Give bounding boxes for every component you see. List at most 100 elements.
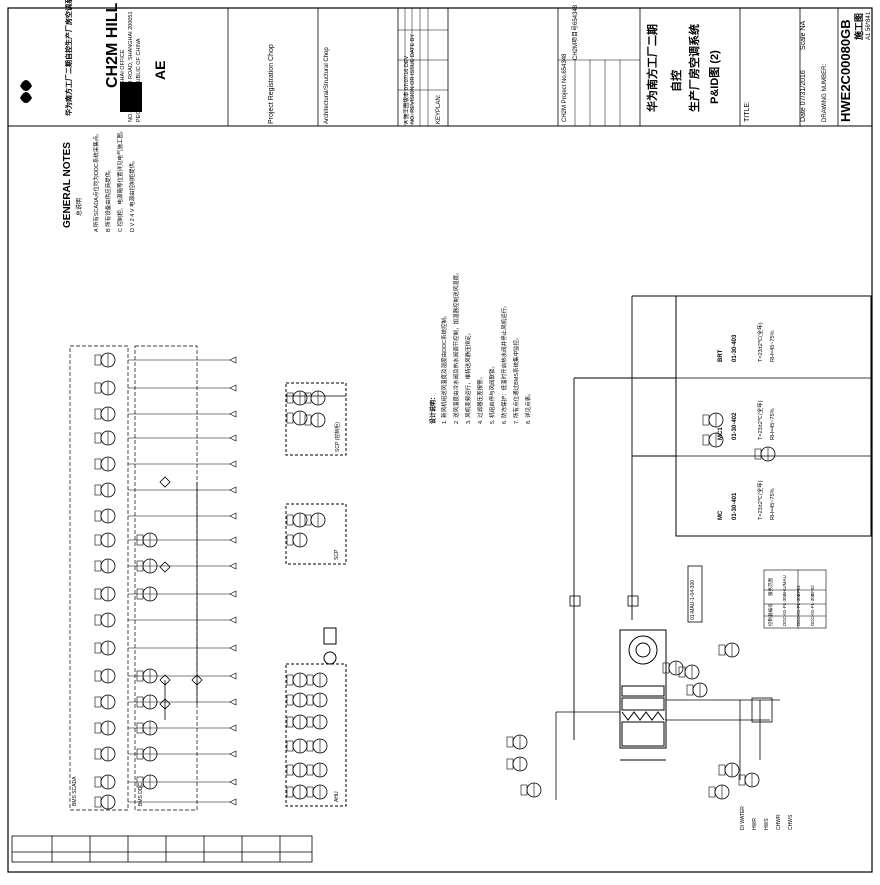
scada-point-bubble [94, 612, 116, 628]
panel-point-bubble [286, 410, 308, 426]
drawing-scale: Scale NA [800, 20, 807, 50]
drawing-title-1: 生产厂房空调系统 [689, 24, 701, 112]
ddc-point-bubble [136, 720, 158, 736]
ddc-point-bubble [136, 532, 158, 548]
room-humidity: RH=45~75% [770, 488, 776, 521]
field-instrument-bubble [678, 664, 700, 680]
scada-point-bubble [94, 720, 116, 736]
scp-panel-1-label: SCP (控制柜) [335, 422, 341, 452]
instrument-bubbles-left [94, 352, 158, 810]
pipe-label: HWS [764, 818, 770, 830]
room-humidity: RH=45~75% [770, 408, 776, 441]
ddc-point-bubble [136, 774, 158, 790]
legend-cell: DDC-01-PL-301 [782, 593, 787, 626]
panel-point-bubble [286, 512, 308, 528]
panel-point-bubble [306, 762, 328, 778]
instrument-bubbles-panel [286, 390, 328, 800]
field-instrument-bubble [686, 682, 708, 698]
panel-point-bubble [286, 672, 308, 688]
design-note-item: 2. 送风温度由冷水阀及热水阀调节控制，加湿器控制送风湿度。 [454, 269, 460, 424]
room-tag: 01-30-403 [732, 334, 738, 362]
scada-point-bubble [94, 406, 116, 422]
panel-point-bubble [286, 738, 308, 754]
design-note-item: 7. 所有点位通过BMS系统集中监控。 [514, 334, 520, 424]
scada-column-label: BMS SCADA [72, 776, 78, 806]
io-rows [128, 356, 237, 806]
pipe-label: CHWR [776, 814, 782, 830]
note-d: D V 2 4 V 电源由控制柜提供。 [130, 157, 136, 232]
io-row [128, 460, 237, 468]
field-instrument-bubble [738, 772, 760, 788]
scada-point-bubble [94, 430, 116, 446]
sheet-code: A1 56*841 [866, 11, 872, 40]
note-b: B 所有设备由供应商提供。 [106, 166, 112, 232]
scada-point-bubble [94, 774, 116, 790]
panel-point-bubble [286, 692, 308, 708]
scada-point-bubble [94, 482, 116, 498]
field-instrument-bubble [754, 446, 776, 462]
field-instrument-bubble [702, 432, 724, 448]
legend-cell: AHU/MAU [782, 575, 787, 596]
scada-point-bubble [94, 746, 116, 762]
ddc-point-bubble [136, 746, 158, 762]
firm-office: SHANGHAI OFFICE [120, 49, 126, 100]
room-name: MC1 [718, 427, 724, 440]
design-note-item: 1. 新风机组送风温度及湿度由DDC系统控制。 [442, 312, 448, 424]
scada-point-bubble [94, 532, 116, 548]
ahu-tag: 01-MAU-1-04-300 [690, 579, 696, 620]
revision-row: A 施工图版本 07/07/16 DEV [404, 55, 410, 124]
general-notes-heading: GENERAL NOTES [62, 142, 73, 228]
panel-point-bubble [304, 412, 326, 428]
ddc-column-box [134, 345, 198, 811]
field-instrument-bubble [506, 756, 528, 772]
field-instrument-bubble [506, 734, 528, 750]
duct-lines [573, 295, 676, 740]
room-name: BRT [718, 349, 724, 362]
panel-point-bubble [286, 532, 308, 548]
revision-table [398, 8, 448, 126]
drawing-date: Date 07/31/2016 [800, 70, 807, 122]
title-label: TITLE: [744, 100, 751, 122]
piping [555, 697, 780, 800]
scp-panel-1 [285, 382, 347, 456]
design-notes-heading: 设计说明： [431, 393, 437, 424]
architectural-chop: Architectural/Structural Chop [324, 47, 330, 124]
scp-panel-3-label: AHU [334, 791, 340, 802]
ddc-point-bubble [136, 694, 158, 710]
title-block-dividers [227, 8, 839, 126]
io-row [128, 410, 237, 418]
project-grid [558, 59, 640, 126]
title-block-frame [7, 7, 873, 127]
panel-point-bubble [286, 390, 308, 406]
scada-column-box [69, 345, 129, 811]
io-row [128, 616, 237, 624]
design-note-item: 3. 风机变频运行，维持送风静压恒定。 [466, 329, 472, 424]
room-name: MC [718, 510, 724, 520]
design-note-item: 8. 详见点表。 [526, 390, 532, 424]
legend-cell: DDC-01-PL-303 [810, 593, 815, 626]
room-tag: 01-30-402 [732, 412, 738, 440]
dampers [569, 595, 639, 607]
scada-point-bubble [94, 456, 116, 472]
design-note-item: 4. 过滤器压差报警。 [478, 373, 484, 424]
client-title-1: 华为南方工厂二期 [647, 24, 659, 112]
panel-point-bubble [286, 784, 308, 800]
rooms-box [675, 295, 872, 537]
scada-point-bubble [94, 694, 116, 710]
bottom-strip [11, 835, 313, 863]
controller-legend-table [763, 569, 827, 629]
drawing-title-2: P&ID图 (2) [709, 50, 721, 104]
io-row [128, 434, 237, 442]
scada-point-bubble [94, 508, 116, 524]
legend-cell: DDC-01-PL-302 [796, 593, 801, 626]
ddc-column-label: BMS DDC [138, 782, 144, 806]
status-stamp: 施工图 [854, 12, 864, 40]
project-number: CH2M Project No.654348 [562, 53, 568, 122]
firm-logo [20, 80, 142, 112]
general-notes-heading-cn: 总说明 [77, 197, 83, 216]
io-row [128, 672, 237, 680]
field-instrument-bubble [520, 782, 542, 798]
panel-point-bubble [286, 714, 308, 730]
panel-point-bubble [306, 672, 328, 688]
io-row [128, 798, 237, 806]
